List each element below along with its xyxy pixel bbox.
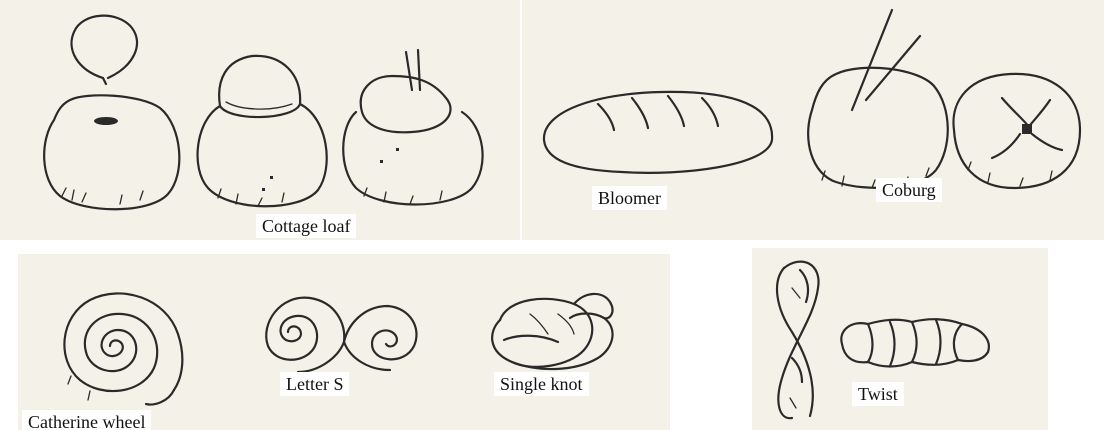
panel-rolls: Catherine wheel Letter S Single knot xyxy=(18,254,670,430)
panel-cottage-loaf: Cottage loaf xyxy=(0,0,520,240)
label-bloomer: Bloomer xyxy=(592,186,667,210)
panel-twist: Twist xyxy=(752,248,1048,430)
panel-bloomer-coburg: Bloomer Coburg xyxy=(522,0,1104,240)
label-cottage-loaf: Cottage loaf xyxy=(256,214,356,238)
label-coburg: Coburg xyxy=(876,178,942,202)
rolls-drawing xyxy=(18,254,670,430)
label-twist: Twist xyxy=(852,382,904,406)
label-single-knot: Single knot xyxy=(494,372,589,396)
label-letter-s: Letter S xyxy=(280,372,349,396)
cottage-loaf-drawing xyxy=(0,0,520,240)
label-catherine-wheel: Catherine wheel xyxy=(22,410,151,430)
